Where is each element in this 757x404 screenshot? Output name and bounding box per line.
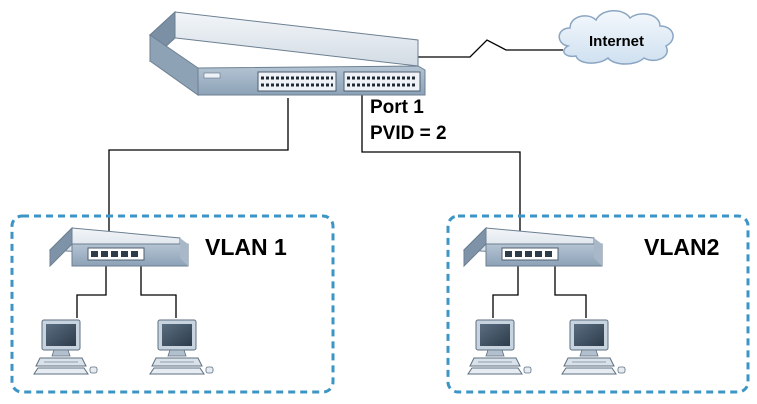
cable-vlan2-pc-right xyxy=(554,266,587,318)
vlan2-box xyxy=(446,214,750,394)
cable-vlan1-pc-left xyxy=(76,266,107,318)
port-label: Port 1 xyxy=(370,97,424,118)
workgroup-switch-icon xyxy=(49,227,189,267)
pvid-label: PVID = 2 xyxy=(370,123,447,144)
cable-vlan1-pc-right xyxy=(140,266,177,318)
computer-icon xyxy=(561,319,626,375)
cable-vlan2-pc-left xyxy=(492,266,519,318)
vlan2-label: VLAN2 xyxy=(644,234,720,260)
computer-icon xyxy=(467,319,532,375)
internet-label: Internet xyxy=(589,33,645,50)
main-switch-icon xyxy=(148,10,426,96)
cable-vlan1-uplink xyxy=(108,98,289,236)
cables xyxy=(76,39,587,318)
workgroup-switch-icon xyxy=(463,227,603,267)
cable-vlan2-uplink xyxy=(361,94,521,236)
computer-icon xyxy=(149,319,214,375)
cloud-icon xyxy=(558,10,674,65)
vlan1-box xyxy=(10,214,335,394)
computer-icon xyxy=(33,319,98,375)
vlan1-label: VLAN 1 xyxy=(205,234,287,260)
cable-internet-link xyxy=(416,39,563,58)
